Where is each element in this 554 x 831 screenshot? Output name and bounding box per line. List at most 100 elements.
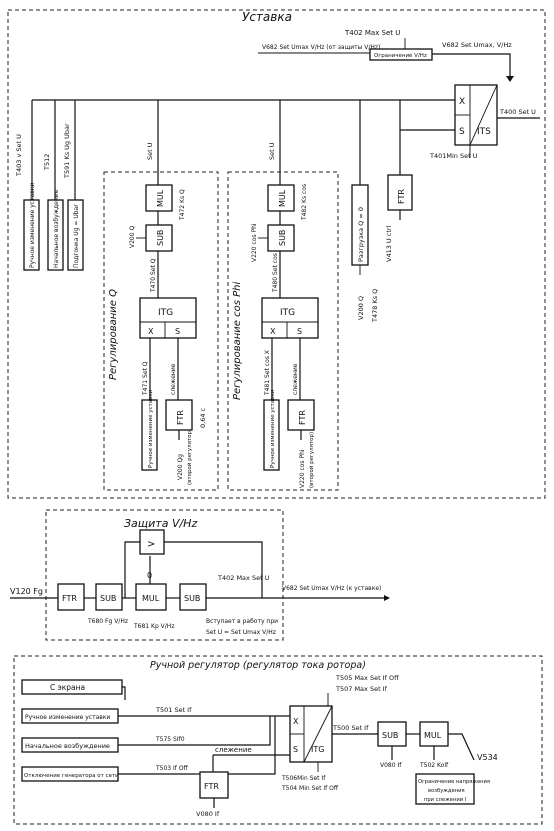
manual-v080-sub: V080 If [380, 762, 402, 769]
q-mul: MUL [156, 189, 165, 207]
q-k: 0,64 с [199, 407, 207, 428]
cos-tracking: слежение [292, 363, 299, 395]
cos-itg: ITG [280, 308, 295, 318]
cos-t481: T481 Set cos X [264, 350, 271, 396]
t500-label: T500 Set If [332, 724, 369, 732]
unload-v200: V200 Q [357, 296, 365, 320]
its-diagonal [469, 84, 498, 146]
limit-box [415, 773, 475, 805]
q-t471: T471 Set Q [142, 361, 149, 396]
cos-s: S [297, 327, 302, 336]
q-mul-block [145, 184, 173, 212]
cos-mul: MUL [278, 189, 287, 207]
vhz-ftr: FTR [62, 594, 77, 603]
q-reg-frame [103, 171, 219, 491]
cos-x: X [270, 327, 276, 336]
vhz-t680: T680 Fg V/Hz [87, 618, 128, 625]
q-reg-caption: Регулирование Q [108, 289, 119, 380]
cos-manual: Ручное изменение уставки [270, 389, 276, 468]
unload-t478: T478 Ks Q [371, 289, 379, 323]
limit-to-its-line [432, 53, 511, 78]
q-t470: T470 Set Q [150, 258, 157, 293]
cos-t480: T480 Set cos [272, 253, 279, 293]
vhz-t402: T402 Max Set U [217, 574, 270, 582]
setpoint-title: Уставка [242, 10, 292, 24]
manual-s: S [293, 745, 298, 754]
vhz-frame [45, 509, 284, 641]
vhz-sub1-block [95, 583, 123, 611]
manual-frame [13, 655, 543, 825]
left-branches: T403 v Set U T512 T591 Ks Ug Ubar Ручное… [15, 100, 84, 271]
its-name: ITS [477, 127, 491, 137]
arrow-right-icon [384, 595, 390, 601]
row2-line [118, 716, 271, 746]
q-x: X [148, 327, 154, 336]
t504-label: T504 Min Set If Off [281, 785, 339, 792]
t591-label: T591 Ks Ug Ubar [63, 123, 71, 179]
q-ftr-block [165, 399, 193, 431]
v682-label: V682 Set Umax, V/Hz [442, 41, 512, 49]
q-ftr: FTR [176, 410, 185, 425]
limit1: Ограничение напряжения [418, 779, 490, 785]
vhz-t681: T681 Kp V/Hz [133, 623, 174, 630]
t512-label: T512 [43, 154, 51, 171]
vhz-title: Защита V/Hz [124, 517, 197, 530]
manual-out: V534 [477, 753, 498, 762]
q-itg-block [139, 297, 197, 339]
q-set-u: Set U [146, 142, 154, 160]
setpoint-frame [7, 9, 546, 499]
t503-label: T503 If Off [155, 765, 189, 772]
cos-sub: SUB [278, 230, 287, 246]
screen-line [122, 686, 126, 700]
q-sub-block [145, 224, 173, 252]
manual-ftr: FTR [204, 782, 219, 791]
row2-label: Начальное возбуждение [25, 742, 110, 750]
vhz-zero: 0 [147, 571, 152, 580]
manual-sub: SUB [382, 731, 398, 740]
t400-label: T400 Set U [499, 108, 536, 116]
manual-ftr-block [199, 771, 229, 799]
cos-set-u: Set U [268, 142, 276, 160]
cos-t482: T482 Ks cos [301, 184, 308, 221]
q-sub: SUB [156, 230, 165, 246]
manual-mul: MUL [424, 731, 442, 740]
manual-v080: V080 If [196, 810, 220, 818]
vhz-comp-feed [124, 541, 140, 598]
vhz-gt: > [147, 539, 155, 550]
cos-ftr: FTR [298, 410, 307, 425]
limit2: возбуждения [428, 788, 465, 794]
limit3: при слежении I [424, 797, 467, 803]
manual-itg-diagonal [303, 705, 333, 763]
t403-label: T403 v Set U [15, 134, 23, 177]
q-manual-box [141, 399, 158, 471]
cos-itg-block [261, 297, 319, 339]
vhz-mul-block [135, 583, 167, 611]
t501-label: T501 Set If [155, 706, 192, 714]
manual-tracking: слежение [215, 746, 252, 754]
manual-setpoint-text: Ручное изменение уставки [29, 183, 36, 268]
cos-mul-block [267, 184, 295, 212]
arrow-down-icon [506, 76, 514, 82]
fit-ug-text: Подгонка Ug = Ubar [73, 204, 80, 268]
mul-output-line [448, 733, 475, 761]
q-v200q: V200 Qg [177, 454, 184, 480]
manual-itg: ITG [311, 745, 324, 754]
manual-title: Ручной регулятор (регулятор тока ротора) [150, 660, 366, 671]
vhz-sub1: SUB [100, 594, 116, 603]
cos-v220: V220 cos Phi [251, 223, 258, 262]
vhz-comp-out [164, 541, 263, 598]
vhz-out: V682 Set Umax V/Hz (к уставке) [282, 585, 381, 592]
fit-ug-box [67, 199, 84, 271]
cos-manual-box [263, 399, 280, 471]
q-s: S [175, 327, 180, 336]
t505-label: T505 Max Set If Off [335, 674, 399, 682]
its-x: X [459, 97, 465, 107]
t575-label: T575 SIf0 [155, 736, 185, 743]
t401-label: T401Min Set U [429, 152, 478, 160]
manual-setpoint-box [23, 199, 40, 271]
cos-reg-caption: Регулирование cos Phi [232, 282, 243, 400]
initial-excitation-box [47, 199, 64, 271]
q-v200: V200 Q [129, 226, 136, 248]
q-manual: Ручное изменение уставки [148, 389, 154, 468]
